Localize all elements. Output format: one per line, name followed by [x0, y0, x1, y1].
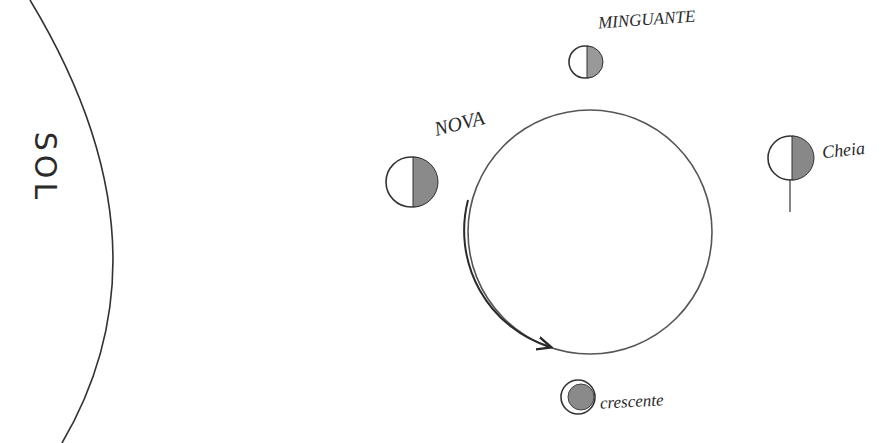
- orbit: [468, 110, 712, 354]
- full-moon: [768, 136, 814, 212]
- sun-outline: [0, 0, 160, 443]
- phase-label: MINGUANTE: [597, 7, 695, 34]
- new-moon: [386, 157, 438, 207]
- waning-moon: [569, 46, 603, 78]
- waxing-moon: [561, 380, 595, 414]
- phase-label: NOVA: [432, 106, 487, 141]
- phase-label: crescente: [600, 390, 665, 413]
- sun-shape: SOL: [0, 0, 160, 443]
- phase-label: Cheia: [821, 138, 866, 163]
- sun-label: SOL: [28, 132, 63, 203]
- orbit-direction-arrow: [464, 200, 550, 347]
